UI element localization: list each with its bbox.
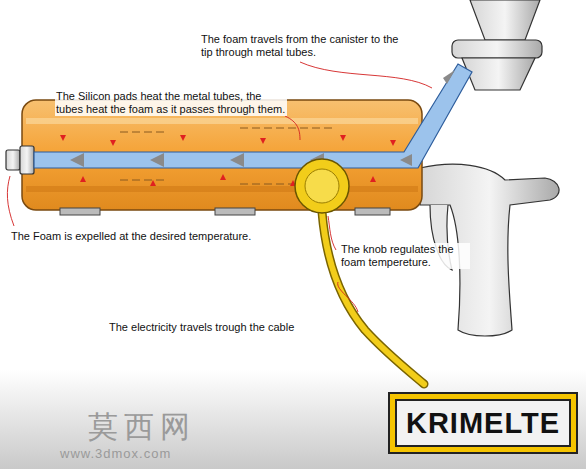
leader-lines	[7, 62, 432, 312]
brand-logo-text: KRIMELTE	[406, 407, 560, 440]
temperature-knob	[295, 159, 349, 213]
nozzle-tip	[6, 146, 34, 174]
callout-note: The knob regulates the foam tempereture.	[340, 243, 470, 269]
callout-note: The Silicon pads heat the metal tubes, t…	[55, 90, 287, 116]
callout-note: The foam travels from the canister to th…	[200, 33, 407, 59]
callout-note: The electricity travels trough the cable	[108, 321, 295, 334]
ground-band	[0, 370, 586, 469]
watermark: www.3dmox.com	[60, 446, 171, 461]
power-cable	[322, 212, 424, 384]
logo-box: KRIMELTE	[388, 392, 578, 454]
watermark: 莫西网	[88, 410, 196, 444]
callout-note: The Foam is expelled at the desired temp…	[10, 230, 252, 243]
flow-arrows	[70, 70, 455, 167]
mount-clips	[60, 208, 390, 215]
